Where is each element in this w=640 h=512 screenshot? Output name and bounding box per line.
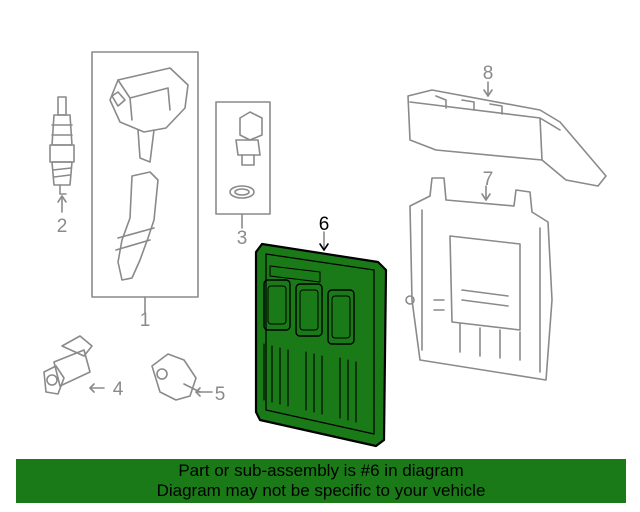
sensor-part-5[interactable]: [151, 353, 213, 401]
callout-4: 4: [113, 379, 124, 400]
notice-line-2: Diagram may not be specific to your vehi…: [156, 481, 486, 500]
notice-line-1: Part or sub-assembly is #6 in diagram: [178, 461, 464, 480]
diagram-notice-banner: Part or sub-assembly is #6 in diagram Di…: [16, 459, 626, 503]
sensor-part-4[interactable]: [43, 335, 105, 395]
callout-8: 8: [483, 63, 494, 84]
ecm-part-6[interactable]: [254, 231, 388, 448]
tray-part-7[interactable]: [405, 177, 553, 381]
callout-1: 1: [140, 310, 151, 331]
sensor-part-3[interactable]: [215, 101, 271, 229]
spark-plug-part-2[interactable]: [49, 96, 75, 213]
callout-3: 3: [237, 228, 248, 249]
callout-5: 5: [215, 384, 226, 405]
callout-7: 7: [483, 169, 494, 190]
ignition-coil-part-1[interactable]: [91, 51, 199, 314]
callout-6: 6: [319, 214, 330, 235]
callout-2: 2: [57, 216, 68, 237]
cover-part-8[interactable]: [407, 81, 607, 187]
